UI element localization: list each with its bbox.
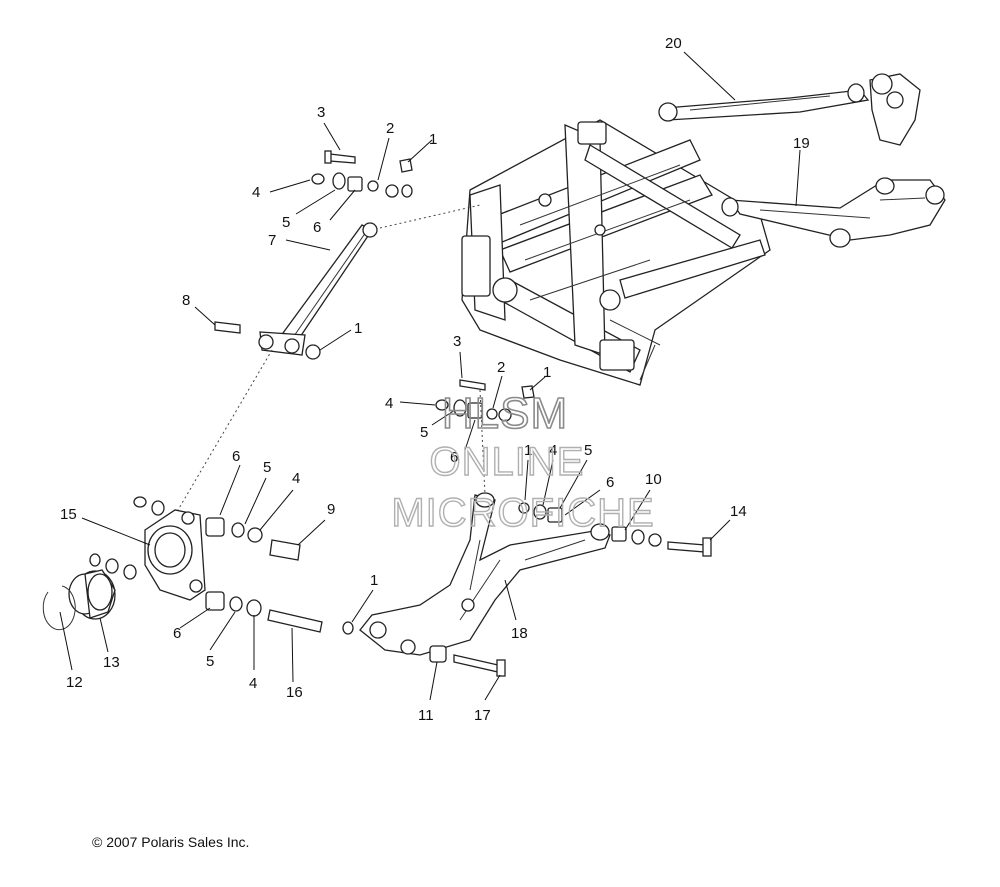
callout-3: 3 <box>317 104 325 121</box>
callout-6: 6 <box>173 625 181 642</box>
callout-11: 11 <box>418 707 434 724</box>
callout-1: 1 <box>429 131 437 148</box>
watermark: HLSM ONLINE MICROFICHE <box>391 388 655 536</box>
callout-10: 10 <box>645 471 662 488</box>
arm-hardware <box>342 379 712 677</box>
callout-15: 15 <box>60 506 77 523</box>
callout-18: 18 <box>511 625 528 642</box>
callout-13: 13 <box>103 654 120 671</box>
callout-4: 4 <box>249 675 257 692</box>
part-7-link <box>258 222 378 356</box>
part-18-lower-arm <box>359 492 611 656</box>
callout-1: 1 <box>524 442 532 459</box>
callout-5: 5 <box>263 459 271 476</box>
callout-2: 2 <box>497 359 505 376</box>
part-15-knuckle <box>133 496 206 601</box>
callout-1: 1 <box>370 572 378 589</box>
callout-4: 4 <box>292 470 300 487</box>
callout-4: 4 <box>252 184 260 201</box>
knuckle-hardware <box>89 517 323 633</box>
copyright-notice: © 2007 Polaris Sales Inc. <box>92 834 250 850</box>
part-13-bearing <box>68 569 116 620</box>
callout-6: 6 <box>313 219 321 236</box>
watermark-line-1: HLSM <box>442 389 568 438</box>
callout-2: 2 <box>386 120 394 137</box>
callout-8: 8 <box>182 292 190 309</box>
callout-12: 12 <box>66 674 83 691</box>
callout-19: 19 <box>793 135 810 152</box>
callout-6: 6 <box>450 449 458 466</box>
part-19-arm <box>721 177 946 248</box>
part-20-upper-arm <box>658 73 921 146</box>
callout-5: 5 <box>282 214 290 231</box>
leader-lines <box>59 51 801 701</box>
callout-20: 20 <box>665 35 682 52</box>
part-12-snap-ring <box>42 585 76 631</box>
callout-6: 6 <box>232 448 240 465</box>
callout-5: 5 <box>584 442 592 459</box>
callout-3: 3 <box>453 333 461 350</box>
callout-1: 1 <box>354 320 362 337</box>
watermark-line-2: ONLINE <box>430 440 585 484</box>
callout-numbers: 20 19 3 2 1 4 5 6 7 8 1 3 2 1 4 5 6 1 4 … <box>60 35 810 724</box>
callout-16: 16 <box>286 684 303 701</box>
link-hardware <box>214 150 413 360</box>
callout-1: 1 <box>543 364 551 381</box>
callout-17: 17 <box>474 707 491 724</box>
callout-4: 4 <box>549 442 557 459</box>
assembly-lines <box>177 204 486 511</box>
callout-4: 4 <box>385 395 393 412</box>
callout-5: 5 <box>420 424 428 441</box>
chassis-frame <box>461 119 771 386</box>
callout-5: 5 <box>206 653 214 670</box>
callout-9: 9 <box>327 501 335 518</box>
callout-6: 6 <box>606 474 614 491</box>
watermark-line-3: MICROFICHE <box>391 491 654 535</box>
callout-7: 7 <box>268 232 276 249</box>
callout-14: 14 <box>730 503 747 520</box>
